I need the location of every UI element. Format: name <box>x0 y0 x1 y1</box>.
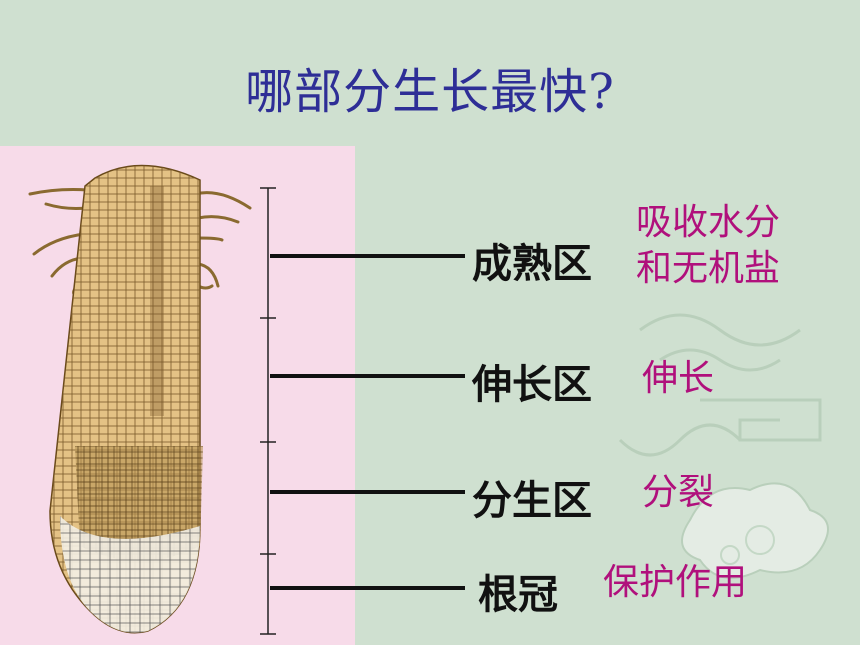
function-maturation: 吸收水分 和无机盐 <box>636 200 780 292</box>
zone-label-elongation: 伸长区 <box>472 362 592 408</box>
function-maturation-line2: 和无机盐 <box>636 248 781 289</box>
connector-line-elongation <box>270 374 465 378</box>
zone-label-maturation: 成熟区 <box>472 241 592 287</box>
function-maturation-line1: 吸收水分 <box>636 202 781 243</box>
function-meristem: 分裂 <box>642 472 715 513</box>
connector-line-rootcap <box>270 586 465 590</box>
root-tip-illustration <box>28 164 276 635</box>
function-elongation: 伸长 <box>642 358 715 399</box>
zone-label-meristem: 分生区 <box>472 478 592 524</box>
page-title: 哪部分生长最快? <box>245 64 615 120</box>
connector-line-maturation <box>270 254 465 258</box>
function-rootcap: 保护作用 <box>603 562 748 603</box>
connector-line-meristem <box>270 490 465 494</box>
zone-label-rootcap: 根冠 <box>478 572 558 618</box>
